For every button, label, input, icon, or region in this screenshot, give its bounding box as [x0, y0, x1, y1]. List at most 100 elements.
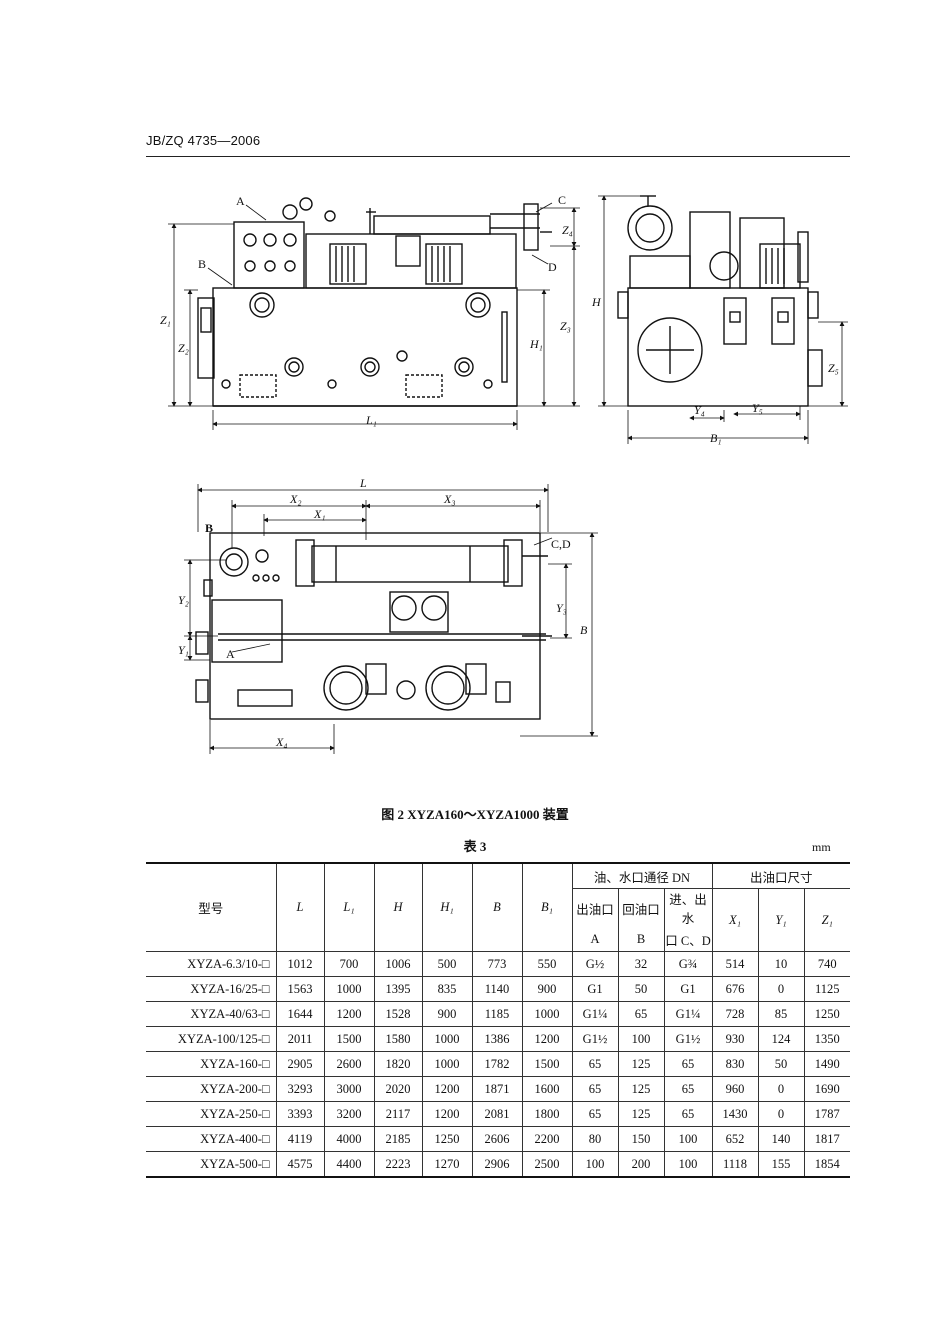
cell: 1800 — [521, 1101, 573, 1127]
top-motor-left — [323, 665, 369, 711]
cell: 2011 — [275, 1026, 325, 1052]
cell: 1500 — [323, 1026, 375, 1052]
cell: 124 — [757, 1026, 805, 1052]
header-dn-b-line2: B — [617, 927, 665, 952]
front-motor-right — [425, 243, 463, 285]
table-row: XYZA-500-□ 4575 4400 2223 1270 2906 2500… — [146, 1151, 850, 1178]
cell: G½ — [571, 951, 619, 977]
label-b-top: B — [205, 521, 213, 535]
label-l: L — [359, 476, 367, 490]
top-control-box — [211, 599, 283, 663]
cell: 3393 — [275, 1101, 325, 1127]
label-a-top: A — [226, 647, 235, 661]
cell: 652 — [711, 1126, 759, 1152]
label-d: D — [548, 260, 557, 274]
top-cooler-left-end — [295, 539, 315, 587]
cell: 1270 — [421, 1151, 473, 1178]
cell: 3200 — [323, 1101, 375, 1127]
cell-model: XYZA-16/25-□ — [146, 976, 277, 1002]
cell: 500 — [421, 951, 473, 977]
cell: 140 — [757, 1126, 805, 1152]
label-b1: B₁ — [710, 431, 722, 445]
cell: 700 — [323, 951, 375, 977]
cell: 80 — [571, 1126, 619, 1152]
cell: 1012 — [275, 951, 325, 977]
cell: 150 — [617, 1126, 665, 1152]
side-labels: H B₁ Y₄ Y₅ Z₅ — [591, 295, 839, 445]
cell: 65 — [663, 1076, 713, 1102]
header-dn-a-line1: 出油口 — [572, 888, 619, 927]
table-header-row-1: 型号 L L₁ H H₁ B B₁ 油、水口通径 DN 出油口尺寸 — [146, 862, 850, 952]
cell: 2606 — [471, 1126, 523, 1152]
label-a: A — [236, 194, 245, 208]
cell: 1000 — [521, 1001, 573, 1027]
cell: 0 — [757, 976, 805, 1002]
cell: 740 — [803, 951, 850, 977]
front-dimensions — [168, 202, 580, 430]
unit-label: mm — [812, 840, 831, 854]
cell: 1871 — [471, 1076, 523, 1102]
cell: 100 — [571, 1151, 619, 1178]
cell: 1000 — [421, 1051, 473, 1077]
side-tank-body — [627, 287, 809, 407]
spec-table: 型号 L L₁ H H₁ B B₁ 油、水口通径 DN 出油口尺寸 出油口 回油… — [146, 862, 850, 1178]
header-h: H — [373, 862, 423, 952]
cell: 1563 — [275, 976, 325, 1002]
header-y1: Y₁ — [757, 888, 805, 952]
cell: 1200 — [421, 1076, 473, 1102]
cell: 1185 — [471, 1001, 523, 1027]
header-dn-group: 油、水口通径 DN — [571, 862, 713, 889]
cell-model: XYZA-200-□ — [146, 1076, 277, 1102]
label-b: B — [198, 257, 206, 271]
header-outlet-group: 出油口尺寸 — [711, 862, 850, 889]
cell: 100 — [663, 1126, 713, 1152]
label-h1: H₁ — [529, 337, 543, 351]
header-dn-b-line1: 回油口 — [617, 888, 665, 927]
cell: 514 — [711, 951, 759, 977]
cell: 50 — [757, 1051, 805, 1077]
cell: 1125 — [803, 976, 850, 1002]
cell: 1430 — [711, 1101, 759, 1127]
cell: 10 — [757, 951, 805, 977]
front-motor-left — [329, 243, 367, 285]
cell: G1½ — [571, 1026, 619, 1052]
cell: 1528 — [373, 1001, 423, 1027]
side-dimensions — [598, 195, 848, 444]
cell: 1386 — [471, 1026, 523, 1052]
table-row: XYZA-250-□ 3393 3200 2117 1200 2081 1800… — [146, 1101, 850, 1127]
cell: 1200 — [421, 1101, 473, 1127]
cell: 100 — [617, 1026, 665, 1052]
side-view — [617, 195, 823, 407]
side-inspection-cover — [637, 317, 703, 383]
cell: 1350 — [803, 1026, 850, 1052]
cell-model: XYZA-40/63-□ — [146, 1001, 277, 1027]
table-title: 表 3 — [463, 839, 487, 854]
technical-drawing: A B C D Z₁ Z₂ L₁ H₁ Z₃ Z₄ — [160, 193, 848, 754]
label-x3: X₃ — [443, 492, 456, 506]
table-row: XYZA-6.3/10-□ 1012 700 1006 500 773 550 … — [146, 951, 850, 977]
cell: 65 — [571, 1051, 619, 1077]
label-y4: Y₄ — [694, 403, 705, 417]
label-y2: Y₂ — [178, 593, 189, 607]
cell: 155 — [757, 1151, 805, 1178]
label-y3: Y₃ — [556, 601, 567, 615]
label-x2: X₂ — [289, 492, 302, 506]
cell: 1820 — [373, 1051, 423, 1077]
cell: 2020 — [373, 1076, 423, 1102]
cell: 1782 — [471, 1051, 523, 1077]
cell: 3293 — [275, 1076, 325, 1102]
table-row: XYZA-40/63-□ 1644 1200 1528 900 1185 100… — [146, 1001, 850, 1027]
cell: 830 — [711, 1051, 759, 1077]
cell: 1250 — [803, 1001, 850, 1027]
cell: 835 — [421, 976, 473, 1002]
cell: 676 — [711, 976, 759, 1002]
side-cooler — [627, 205, 673, 251]
label-h: H — [591, 295, 602, 309]
cell: 1500 — [521, 1051, 573, 1077]
front-view — [197, 197, 552, 407]
header-dn-cd-line2: 口 C、D — [663, 927, 712, 952]
header-l1: L₁ — [323, 862, 375, 952]
header-model: 型号 — [146, 862, 277, 952]
front-cooler — [373, 215, 491, 235]
top-motor-right — [425, 665, 471, 711]
